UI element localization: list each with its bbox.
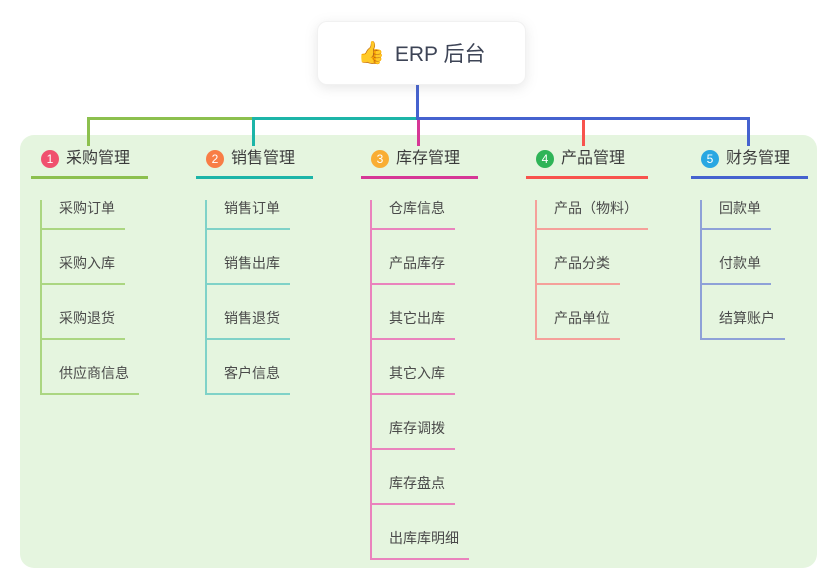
connector-drop — [581, 120, 585, 146]
child-node[interactable]: 客户信息 — [207, 365, 290, 395]
branch-number-badge: 5 — [701, 149, 719, 168]
connector-drop — [86, 117, 90, 146]
child-node[interactable]: 库存调拨 — [372, 420, 455, 450]
branch-number-badge: 1 — [41, 149, 59, 168]
mindmap-panel — [20, 135, 817, 568]
branch: 2 销售管理销售订单销售出库销售退货客户信息 — [196, 148, 313, 395]
child-node[interactable]: 采购退货 — [42, 310, 125, 340]
child-node[interactable]: 产品库存 — [372, 255, 455, 285]
child-node[interactable]: 产品分类 — [537, 255, 620, 285]
branch-number-badge: 3 — [371, 149, 389, 168]
branch-header[interactable]: 5 财务管理 — [691, 148, 808, 179]
branch-header[interactable]: 2 销售管理 — [196, 148, 313, 179]
child-node[interactable]: 产品（物料） — [537, 200, 648, 230]
child-node[interactable]: 出库库明细 — [372, 530, 469, 560]
child-node[interactable]: 仓库信息 — [372, 200, 455, 230]
root-label: ERP 后台 — [394, 43, 486, 66]
child-node[interactable]: 销售退货 — [207, 310, 290, 340]
branch-children: 采购订单采购入库采购退货供应商信息 — [40, 200, 139, 395]
child-node[interactable]: 回款单 — [702, 200, 771, 230]
child-node[interactable]: 供应商信息 — [42, 365, 139, 395]
child-node[interactable]: 其它出库 — [372, 310, 455, 340]
child-node[interactable]: 付款单 — [702, 255, 771, 285]
connector-drop — [416, 120, 420, 146]
branch-children: 产品（物料） 产品分类产品单位 — [535, 200, 648, 340]
branch-number-badge: 4 — [536, 149, 554, 168]
child-node[interactable]: 采购订单 — [42, 200, 125, 230]
branch-label: 采购管理 — [66, 150, 131, 167]
connector-drop — [746, 117, 750, 146]
branch-label: 库存管理 — [396, 150, 461, 167]
branch-header[interactable]: 4 产品管理 — [526, 148, 648, 179]
branch: 5 财务管理回款单付款单结算账户 — [691, 148, 808, 340]
branch: 1 采购管理采购订单采购入库采购退货供应商信息 — [31, 148, 148, 395]
connector-drop — [251, 117, 255, 146]
child-node[interactable]: 库存盘点 — [372, 475, 455, 505]
thumbs-up-icon: 👍 — [357, 40, 385, 65]
branch-number-badge: 2 — [206, 149, 224, 168]
branch-header[interactable]: 3 库存管理 — [361, 148, 478, 179]
root-node[interactable]: 👍 ERP 后台 — [317, 21, 526, 85]
connector-horizontal — [251, 117, 419, 120]
child-node[interactable]: 采购入库 — [42, 255, 125, 285]
child-node[interactable]: 销售出库 — [207, 255, 290, 285]
child-node[interactable]: 销售订单 — [207, 200, 290, 230]
child-node[interactable]: 结算账户 — [702, 310, 785, 340]
connector-horizontal — [415, 117, 750, 120]
branch-children: 仓库信息产品库存其它出库其它入库库存调拨库存盘点出库库明细 — [370, 200, 469, 560]
branch-label: 销售管理 — [231, 150, 296, 167]
branch-label: 财务管理 — [726, 150, 791, 167]
child-node[interactable]: 产品单位 — [537, 310, 620, 340]
branch: 3 库存管理仓库信息产品库存其它出库其它入库库存调拨库存盘点出库库明细 — [361, 148, 478, 560]
branch-header[interactable]: 1 采购管理 — [31, 148, 148, 179]
connector-trunk — [415, 83, 419, 120]
child-node[interactable]: 其它入库 — [372, 365, 455, 395]
branch-label: 产品管理 — [561, 150, 626, 167]
branch-children: 回款单付款单结算账户 — [700, 200, 785, 340]
branch-children: 销售订单销售出库销售退货客户信息 — [205, 200, 290, 395]
branch: 4 产品管理产品（物料） 产品分类产品单位 — [526, 148, 648, 340]
